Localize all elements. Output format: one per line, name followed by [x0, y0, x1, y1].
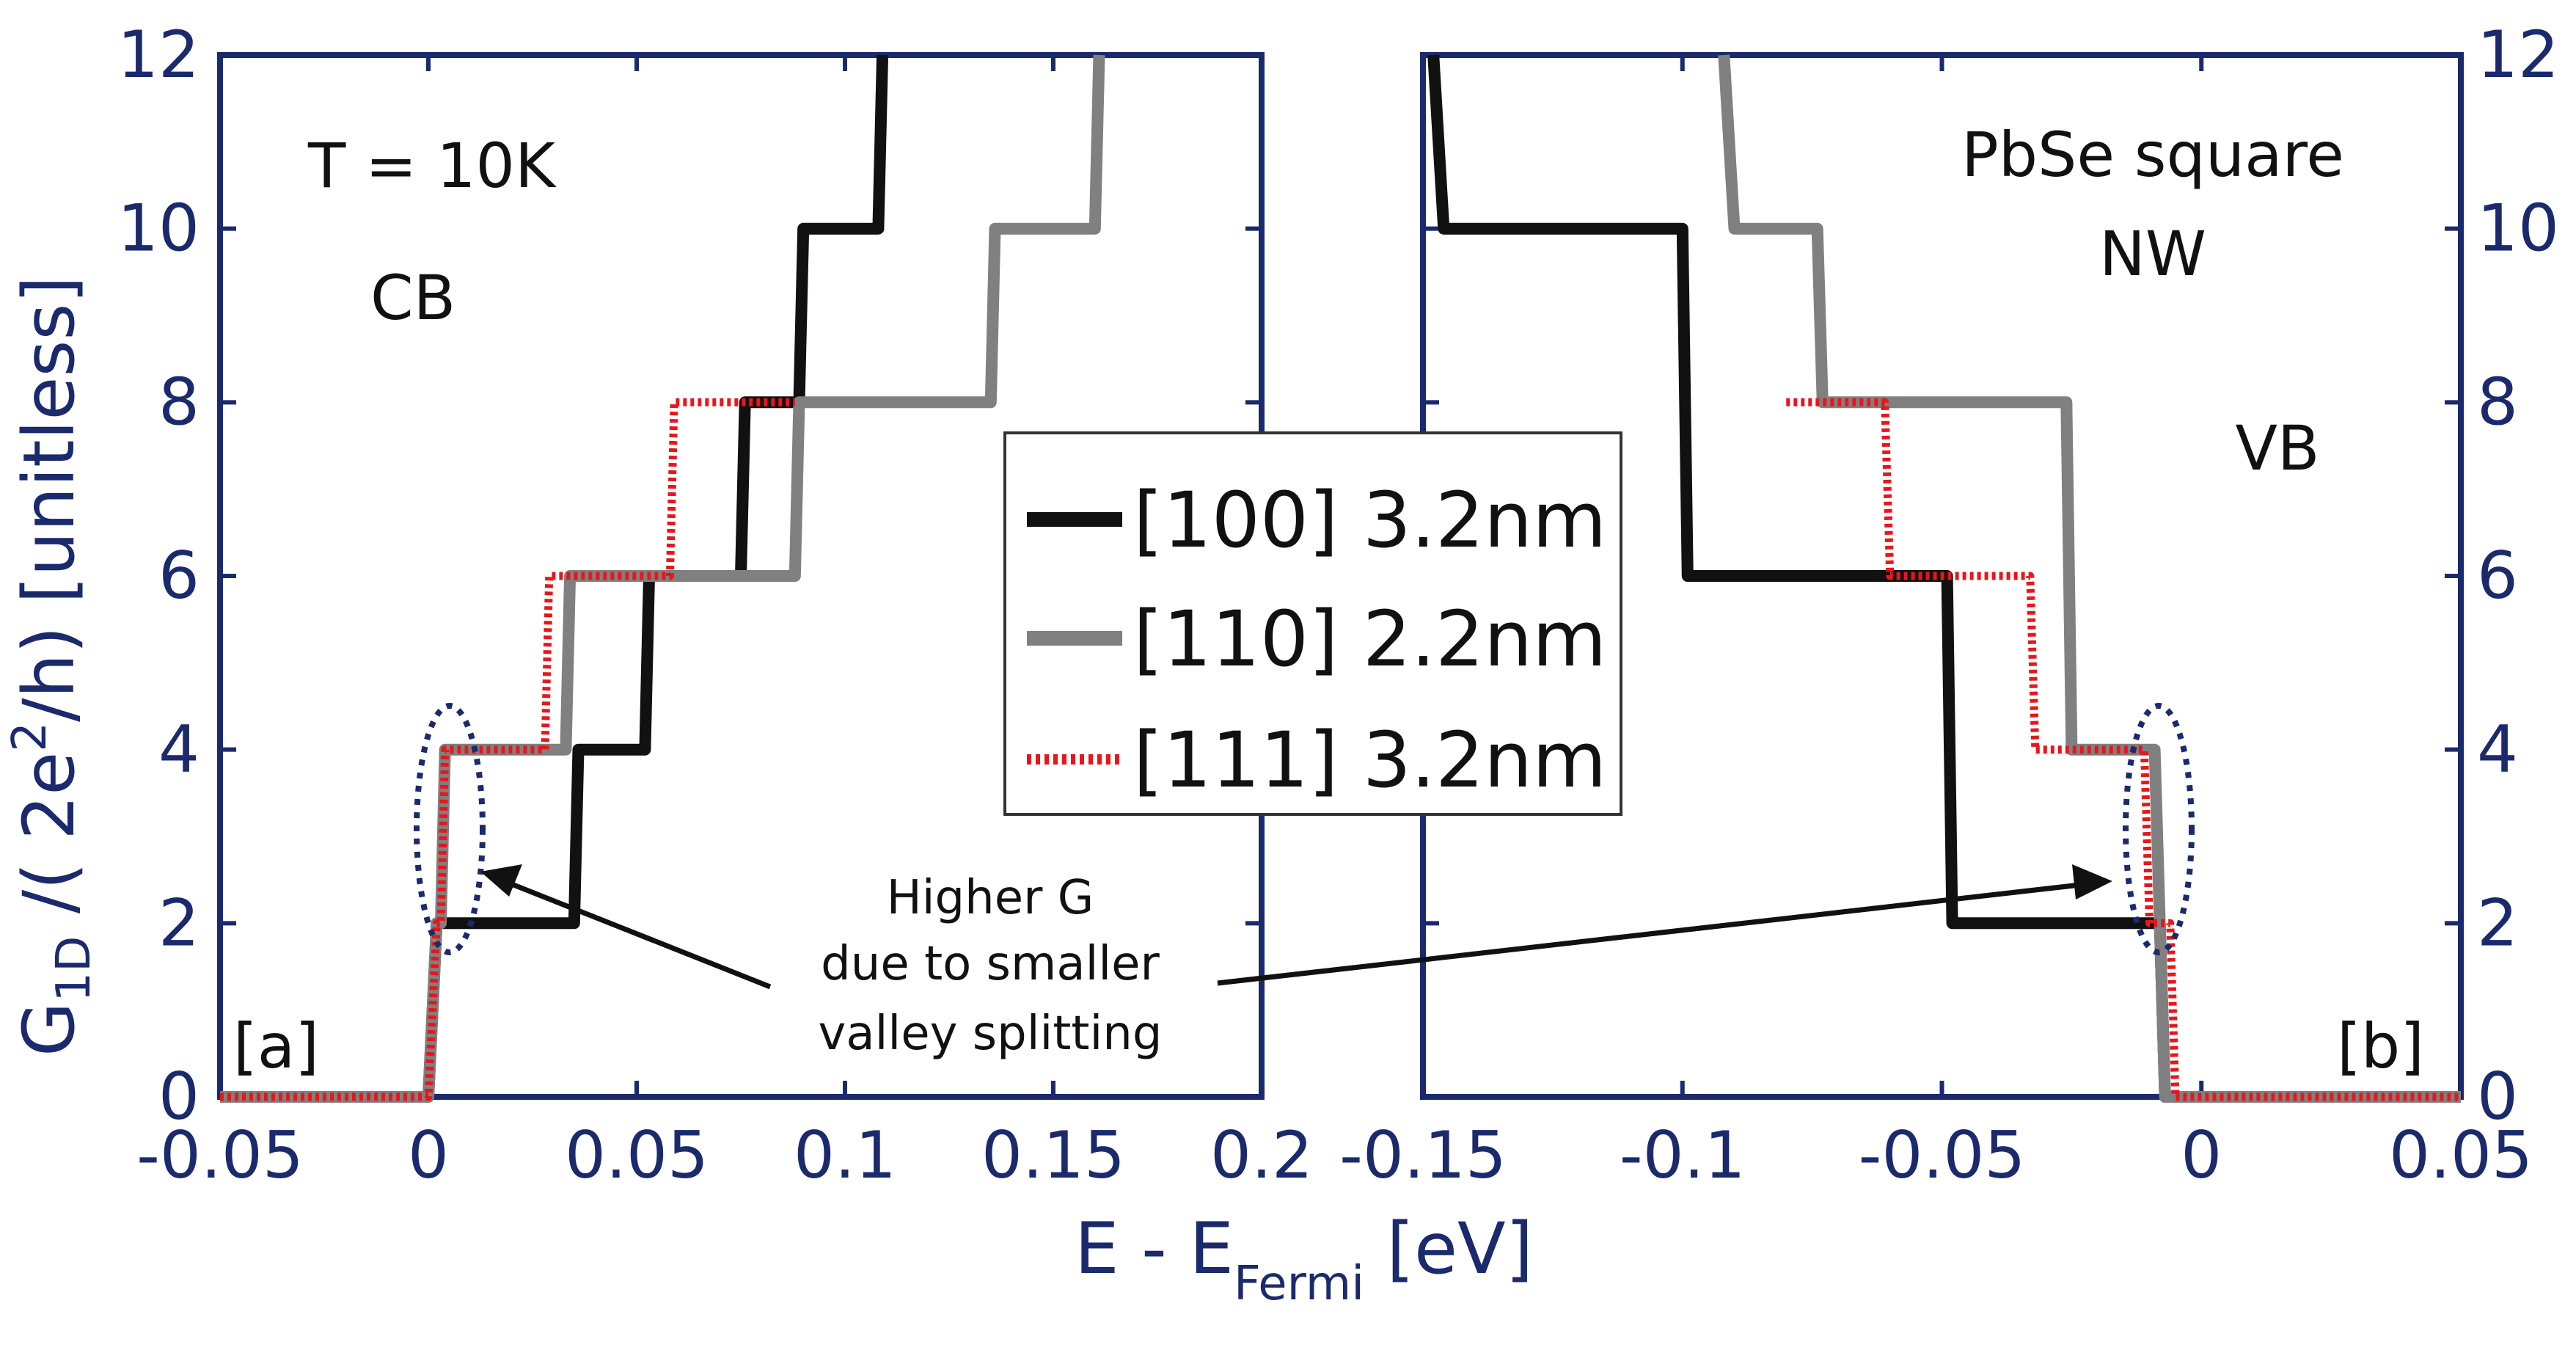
- x-tick-label: 0: [2181, 1117, 2222, 1193]
- panel-a-highlight-ellipse: [414, 703, 486, 955]
- legend-label-111: [111] 3.2nm: [1133, 715, 1606, 805]
- callout-arrowhead-left: [480, 864, 522, 897]
- temperature-annotation: T = 10K: [307, 130, 557, 202]
- legend-item-110: [110] 2.2nm: [1027, 594, 1606, 684]
- panel-b-highlight-ellipse: [2123, 703, 2195, 955]
- y-tick-label: 8: [158, 364, 200, 439]
- y-tick-label: 0: [2477, 1059, 2518, 1134]
- callout-arrow-right: [1217, 881, 2087, 986]
- vb-annotation: VB: [2235, 412, 2319, 484]
- series-line-110: [1718, 54, 2461, 1103]
- y-tick-label: 2: [158, 885, 200, 960]
- x-tick-label: 0.1: [794, 1117, 896, 1193]
- material-annotation-line1: PbSe square: [1961, 119, 2344, 191]
- legend-box: [1003, 431, 1622, 816]
- panel-a-lines: [220, 54, 1105, 1103]
- material-annotation-line2: NW: [2099, 218, 2206, 290]
- x-axis-label: E - EFermi [eV]: [1075, 1208, 1533, 1311]
- x-tick-label: 0.15: [981, 1117, 1125, 1193]
- legend-label-110: [110] 2.2nm: [1133, 594, 1606, 684]
- x-tick-label: 0: [408, 1117, 449, 1193]
- y-tick-label: 10: [2477, 191, 2559, 266]
- x-tick-label: 0.2: [1210, 1117, 1313, 1193]
- x-tick-label: -0.05: [136, 1117, 304, 1193]
- callout-arrowhead-right: [2072, 864, 2112, 900]
- y-axis-label: G1D /( 2e2/h) [unitless]: [3, 276, 101, 1057]
- legend-item-100: [100] 3.2nm: [1027, 475, 1606, 565]
- series-line-111: [1786, 398, 2461, 1101]
- callout-line-3: valley splitting: [819, 1007, 1163, 1061]
- panel-b-lines: [1427, 54, 2461, 1103]
- y-tick-label: 4: [2477, 712, 2518, 787]
- panel-b-label: [b]: [2337, 1010, 2424, 1082]
- y-tick-label: 12: [117, 17, 200, 92]
- series-line-111: [220, 398, 795, 1101]
- y-tick-label: 6: [158, 538, 200, 613]
- y-tick-label: 8: [2477, 364, 2518, 439]
- legend-item-111: [111] 3.2nm: [1027, 715, 1606, 805]
- x-tick-label: 0.05: [2389, 1117, 2533, 1193]
- y-tick-label: 2: [2477, 885, 2518, 960]
- y-tick-label: 0: [158, 1059, 200, 1134]
- panel-a-label: [a]: [233, 1010, 319, 1082]
- legend: [100] 3.2nm [110] 2.2nm [111] 3.2nm: [1003, 431, 1622, 816]
- x-tick-label: 0.05: [565, 1117, 709, 1193]
- x-tick-label: -0.1: [1620, 1117, 1746, 1193]
- y-tick-label: 12: [2477, 17, 2559, 92]
- callout: Higher G due to smaller valley splitting: [480, 864, 2112, 1061]
- legend-label-100: [100] 3.2nm: [1133, 475, 1606, 565]
- y-tick-label: 6: [2477, 538, 2518, 613]
- callout-arrow-left: [501, 878, 772, 990]
- callout-line-2: due to smaller: [821, 937, 1160, 991]
- cb-annotation: CB: [370, 262, 455, 334]
- y-tick-label: 4: [158, 712, 200, 787]
- x-tick-label: -0.15: [1339, 1117, 1507, 1193]
- x-tick-label: -0.05: [1859, 1117, 2026, 1193]
- callout-line-1: Higher G: [887, 871, 1094, 925]
- y-tick-label: 10: [117, 191, 200, 266]
